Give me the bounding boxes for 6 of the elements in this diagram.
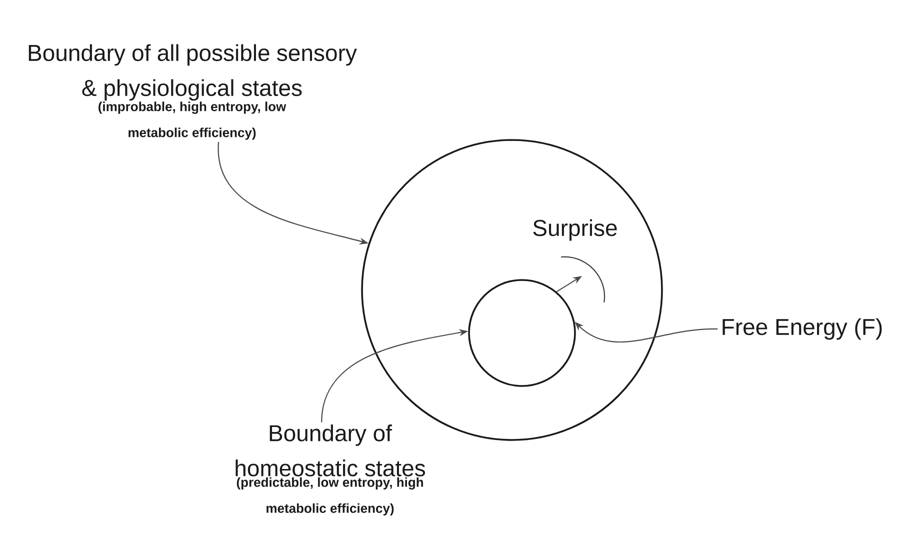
callout-text: Boundary of all possible sensory & physiological states (improbable, high entropy, low metabolic efficiency) [28, 44, 357, 140]
text-label: Surprise [533, 219, 617, 241]
boundary-circle [468, 279, 576, 387]
surprise-arc [560, 256, 606, 302]
callout-text: Boundary of homeostatic states (predictable, low entropy, high metabolic efficiency) [236, 424, 426, 516]
text-label: Free Energy (F) [722, 318, 882, 340]
